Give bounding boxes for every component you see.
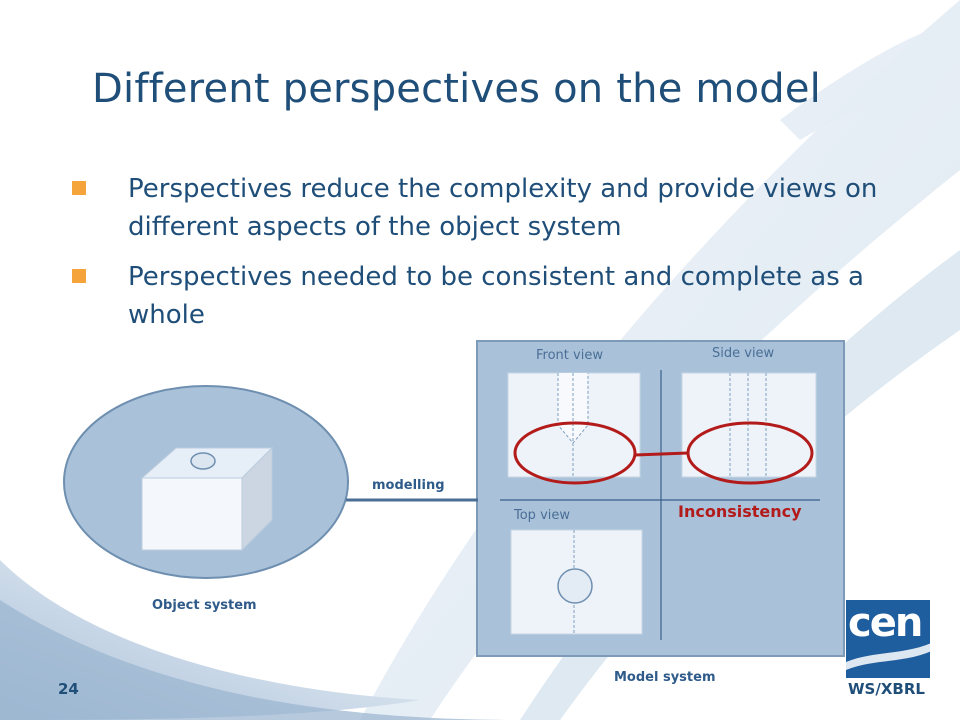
top-view-label: Top view <box>514 508 571 523</box>
square-bullet-icon <box>72 181 86 195</box>
bullet-list: Perspectives reduce the complexity and p… <box>72 170 932 346</box>
model-system-label: Model system <box>614 670 716 685</box>
slide-title: Different perspectives on the model <box>92 66 821 112</box>
inconsistency-ellipse-front <box>513 421 637 485</box>
cube-front-face <box>141 477 243 551</box>
bullet-text: Perspectives reduce the complexity and p… <box>128 174 878 242</box>
side-view-label: Side view <box>712 346 775 361</box>
square-bullet-icon <box>72 269 86 283</box>
object-system-label: Object system <box>152 598 257 613</box>
top-view-circle <box>557 568 593 604</box>
bullet-item: Perspectives reduce the complexity and p… <box>72 170 932 246</box>
side-view-box <box>681 372 817 478</box>
page-number: 24 <box>58 680 79 698</box>
front-view-label: Front view <box>536 348 603 363</box>
modelling-label: modelling <box>372 478 445 493</box>
inconsistency-link <box>634 451 689 457</box>
inconsistency-label: Inconsistency <box>678 502 802 521</box>
cen-logo-mark <box>846 600 938 678</box>
cube-knob <box>190 452 216 470</box>
bullet-text: Perspectives needed to be consistent and… <box>128 262 864 330</box>
bullet-item: Perspectives needed to be consistent and… <box>72 258 932 334</box>
logo-subtitle: WS/XBRL <box>848 680 925 698</box>
cen-logo-text: cen <box>848 600 923 646</box>
cen-logo: cen WS/XBRL <box>846 600 938 710</box>
